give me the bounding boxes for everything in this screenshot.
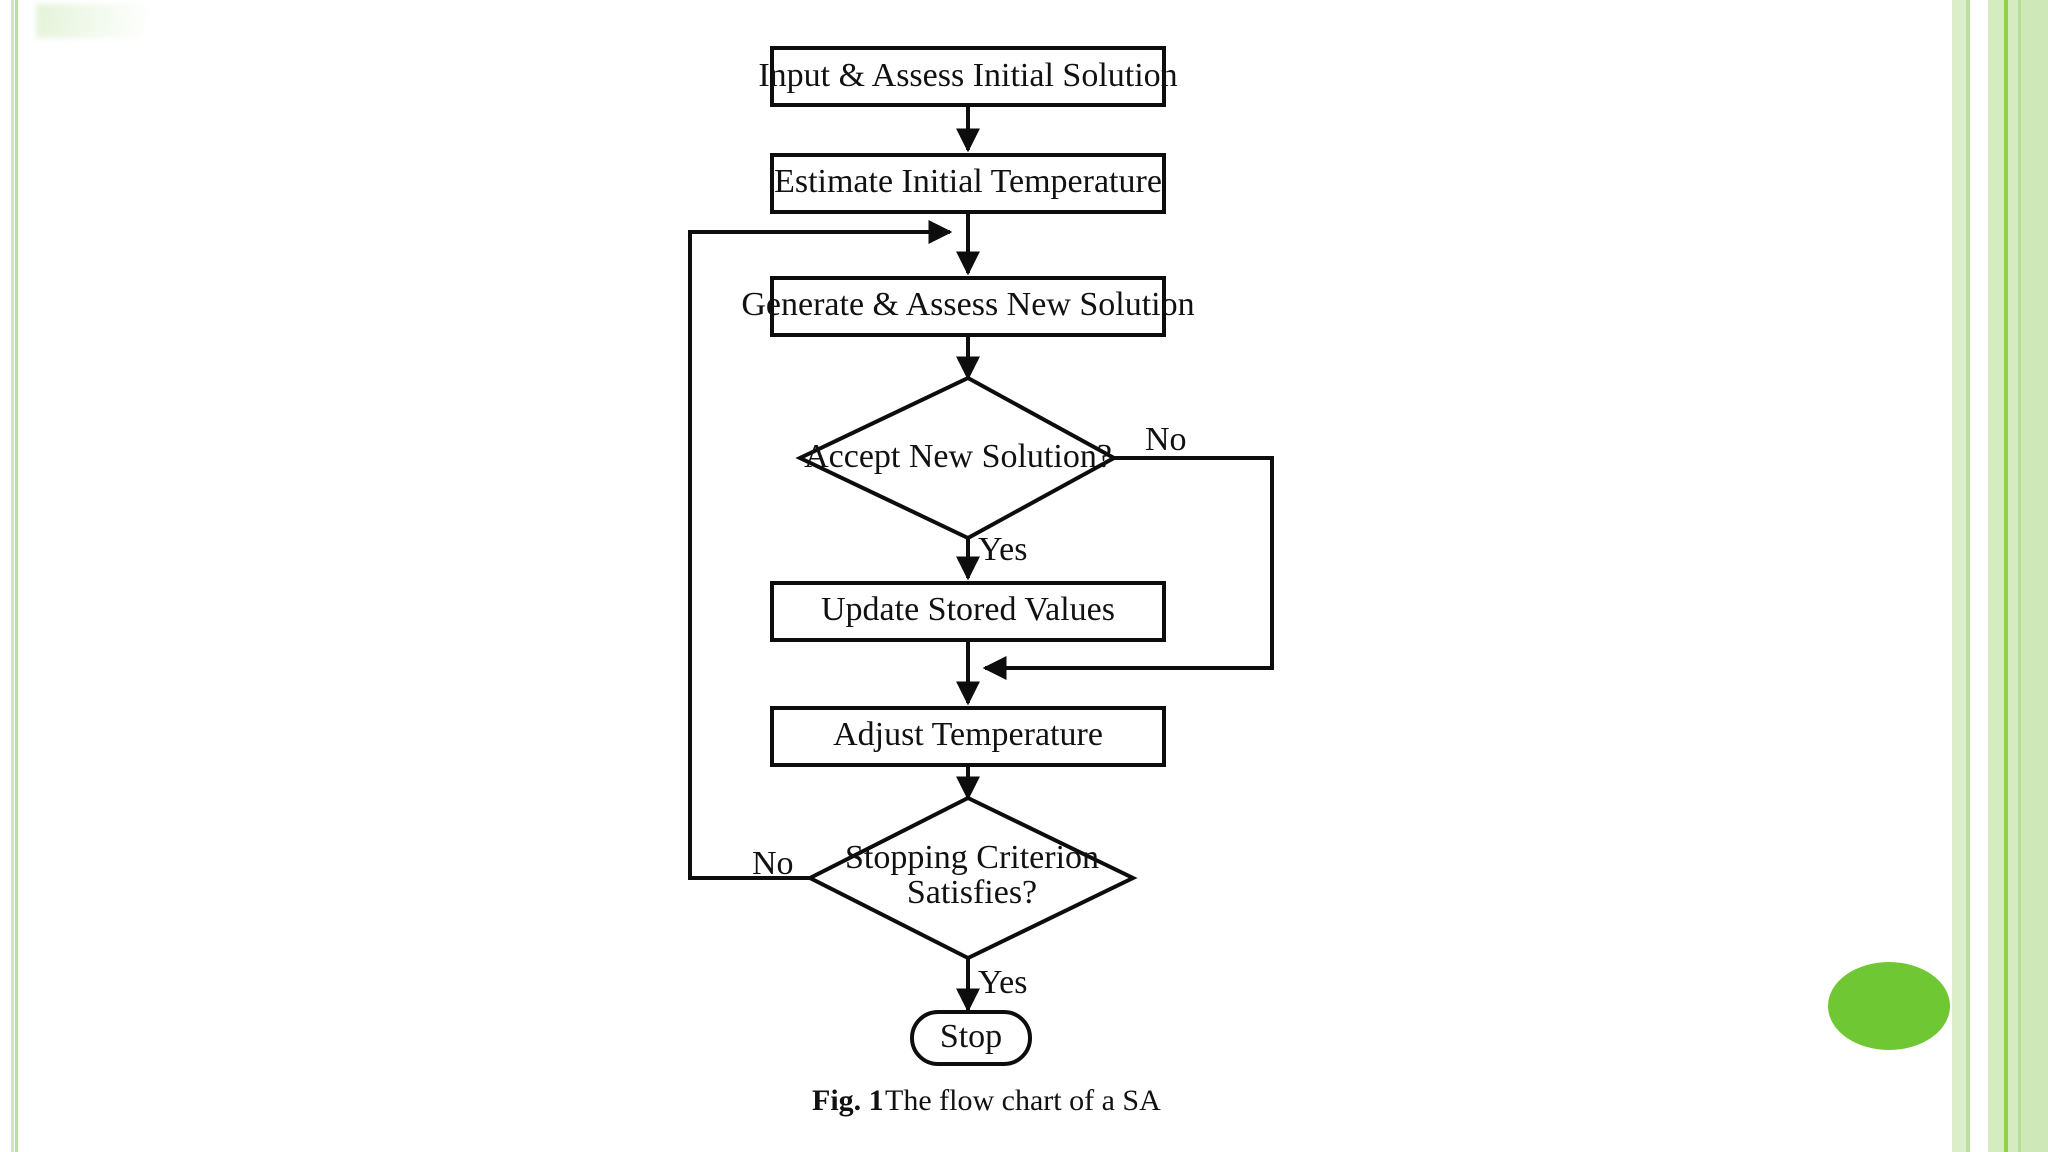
accent-stripe-7 xyxy=(2021,0,2048,1152)
node-stopping-criterion-decision: Stopping Criterion Satisfies? xyxy=(805,795,1138,961)
right-accent-band xyxy=(1952,0,2048,1152)
branch-label-stopping-yes: Yes xyxy=(978,964,1027,1001)
accent-stripe-5 xyxy=(2008,0,2018,1152)
figure-caption: Fig. 1 The flow chart of a SA xyxy=(812,1084,1161,1117)
accent-stripe-4 xyxy=(2004,0,2008,1152)
branch-labels: No Yes No Yes xyxy=(752,421,1187,1001)
node-estimate-initial-temperature: Estimate Initial Temperature xyxy=(770,153,1166,214)
node-label: Stop xyxy=(940,1018,1002,1055)
node-diamond xyxy=(805,795,1138,961)
green-ellipse-accent xyxy=(1828,962,1950,1050)
node-label: Estimate Initial Temperature xyxy=(774,163,1162,200)
edge-n4-n6-no xyxy=(982,456,1274,680)
node-box xyxy=(770,581,1166,642)
accent-stripe-3 xyxy=(1988,0,2004,1152)
node-accept-new-solution-decision: Accept New Solution? xyxy=(795,375,1119,541)
node-label-line1: Stopping Criterion xyxy=(845,839,1099,876)
node-label: Adjust Temperature xyxy=(833,716,1103,753)
node-input-assess-initial-solution: Input & Assess Initial Solution xyxy=(758,46,1178,107)
flow-connectors xyxy=(688,105,1274,1013)
left-accent-rule-inner xyxy=(15,0,18,1152)
node-label: Update Stored Values xyxy=(821,591,1115,628)
node-terminal xyxy=(910,1010,1032,1066)
node-label: Generate & Assess New Solution xyxy=(741,286,1194,323)
node-label: Accept New Solution? xyxy=(804,438,1112,475)
node-label-line2: Satisfies? xyxy=(907,874,1037,911)
node-label: Input & Assess Initial Solution xyxy=(758,57,1177,94)
left-accent-rule-outer xyxy=(11,0,14,1152)
accent-stripe-0 xyxy=(1952,0,1966,1152)
node-update-stored-values: Update Stored Values xyxy=(770,581,1166,642)
edge-n7-n3-no xyxy=(688,220,953,880)
node-generate-assess-new-solution: Generate & Assess New Solution xyxy=(741,276,1195,337)
node-adjust-temperature: Adjust Temperature xyxy=(770,706,1166,767)
branch-label-stopping-no: No xyxy=(752,845,794,882)
node-box xyxy=(770,153,1166,214)
accent-stripe-2 xyxy=(1970,0,1988,1152)
node-diamond xyxy=(795,375,1119,541)
caption-text: The flow chart of a SA xyxy=(885,1084,1161,1117)
node-box xyxy=(770,706,1166,767)
branch-label-accept-yes: Yes xyxy=(978,531,1027,568)
branch-label-accept-no: No xyxy=(1145,421,1187,458)
caption-label: Fig. 1 xyxy=(812,1084,884,1117)
node-box xyxy=(770,46,1166,107)
node-box xyxy=(770,276,1166,337)
node-stop-terminal: Stop xyxy=(910,1010,1032,1066)
accent-stripe-1 xyxy=(1966,0,1970,1152)
accent-stripe-6 xyxy=(2018,0,2021,1152)
